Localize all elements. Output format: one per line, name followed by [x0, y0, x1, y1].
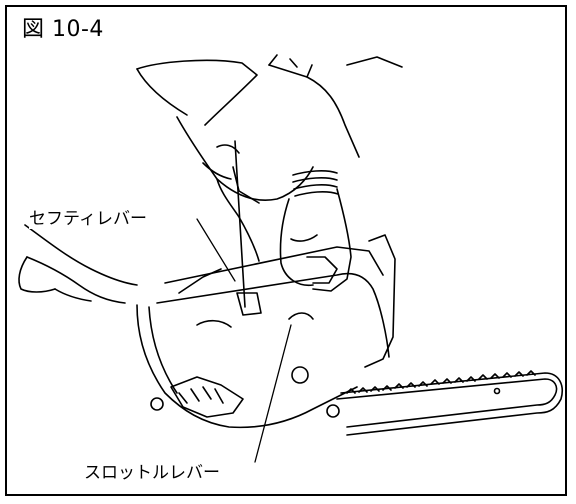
wrist-cuff [292, 170, 339, 197]
upper-arm [136, 54, 403, 158]
chainsaw-illustration [18, 54, 563, 463]
left-forearm [18, 224, 138, 304]
figure-title: 図 10-4 [22, 17, 104, 42]
rod-line [234, 140, 246, 308]
rear-gloved-hand [176, 116, 314, 262]
guide-bar-chain [336, 370, 563, 436]
leader-lines [196, 218, 292, 463]
safety-lever-label: セフティレバー [29, 209, 147, 229]
front-gloved-hand [279, 188, 352, 292]
throttle-lever-label: スロットルレバー [84, 463, 220, 483]
figure-frame: 図 10-4 セフティレバー スロットルレバー [5, 5, 567, 496]
chainsaw-body [136, 234, 396, 429]
